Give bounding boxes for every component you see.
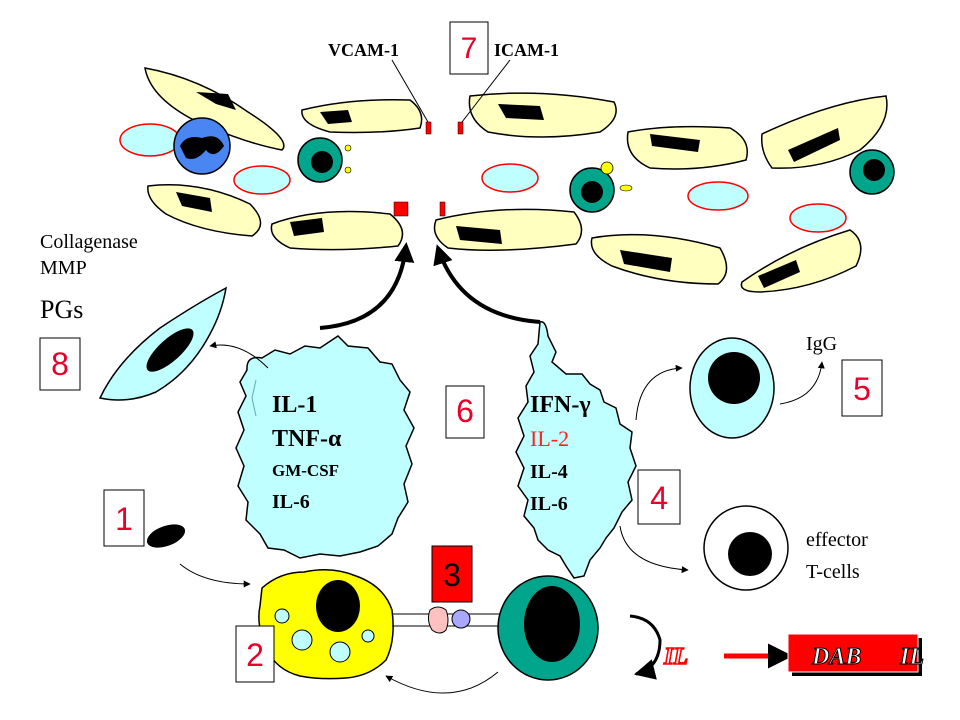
endothelial-cell bbox=[301, 98, 423, 134]
red-blood-cells bbox=[119, 123, 847, 233]
il-target-left: IL bbox=[663, 644, 688, 670]
step-number: 6 bbox=[456, 393, 474, 429]
endothelial-cell bbox=[626, 125, 748, 170]
icam-label: ICAM-1 bbox=[494, 40, 559, 60]
red-blood-cell bbox=[789, 203, 847, 233]
endothelial-cell bbox=[147, 184, 262, 237]
vcam-marker bbox=[425, 121, 432, 135]
endothelium-bottom-row bbox=[147, 184, 862, 293]
arrow-to-plasma-cell bbox=[635, 364, 683, 421]
step-box-7: 7 bbox=[449, 21, 489, 75]
step-box-5: 5 bbox=[841, 359, 883, 417]
endothelial-cell bbox=[270, 210, 404, 251]
arrow-antigen-to-apc bbox=[179, 563, 251, 588]
tcr-molecule bbox=[451, 609, 471, 629]
macrophage-cytokine-cloud bbox=[235, 335, 415, 559]
red-blood-cell bbox=[233, 165, 291, 195]
step-number: 1 bbox=[115, 501, 133, 537]
step-number: 8 bbox=[51, 346, 69, 382]
cytokine-il1: IL-1 bbox=[272, 392, 317, 418]
il2-receptor-bracket bbox=[629, 614, 662, 680]
red-blood-cell bbox=[481, 163, 539, 193]
mmp-label: MMP bbox=[40, 257, 87, 279]
igg-label: IgG bbox=[806, 333, 837, 355]
il-target-right: IL bbox=[899, 644, 924, 670]
circulating-t-cell bbox=[297, 137, 352, 183]
fibroblast bbox=[98, 286, 227, 401]
arrow-to-vessel-left bbox=[319, 242, 415, 330]
cytokine-il6-right: IL-6 bbox=[530, 493, 568, 515]
icam-marker-lower bbox=[439, 201, 446, 217]
pgs-label: PGs bbox=[40, 295, 83, 324]
arrow-to-effector bbox=[619, 525, 689, 574]
arrow-to-igg bbox=[779, 361, 825, 405]
red-blood-cell bbox=[119, 123, 181, 157]
icam-marker bbox=[457, 121, 464, 135]
cytokine-il2: IL-2 bbox=[530, 426, 569, 451]
effector-label: effector bbox=[806, 529, 868, 551]
helper-t-cell bbox=[497, 575, 599, 681]
endothelial-cell bbox=[740, 229, 862, 293]
mhc-molecule bbox=[427, 606, 449, 634]
step-number: 7 bbox=[461, 32, 478, 65]
endothelial-cell bbox=[144, 67, 285, 151]
cytokine-il4: IL-4 bbox=[530, 461, 568, 483]
circulating-t-cell-right bbox=[849, 149, 895, 195]
cytokine-gmcsf: GM-CSF bbox=[272, 461, 339, 480]
antigen-presenting-cell bbox=[258, 569, 394, 680]
adhering-t-cell bbox=[569, 161, 633, 213]
vcam-label: VCAM-1 bbox=[328, 40, 399, 60]
step-box-6: 6 bbox=[445, 385, 485, 439]
endothelial-cell bbox=[468, 92, 617, 138]
immune-synapse bbox=[392, 606, 500, 634]
step-number: 3 bbox=[443, 557, 461, 593]
arrow-to-vessel-right bbox=[433, 244, 541, 324]
tcells-label: T-cells bbox=[806, 561, 860, 583]
step-number: 2 bbox=[246, 637, 264, 673]
dab-fusion-toxin: DAB IL bbox=[787, 633, 925, 676]
dab-label: DAB bbox=[811, 644, 861, 670]
collagenase-label: Collagenase bbox=[40, 231, 138, 253]
endothelium-top-row bbox=[144, 67, 888, 170]
effector-t-cell bbox=[703, 505, 789, 591]
step-box-2: 2 bbox=[235, 625, 275, 683]
red-blood-cell bbox=[687, 181, 749, 211]
step-number: 5 bbox=[853, 371, 871, 407]
cytokine-ifn: IFN-γ bbox=[530, 392, 591, 418]
step-box-4: 4 bbox=[637, 469, 681, 525]
step-box-1: 1 bbox=[103, 489, 145, 547]
endothelial-cell bbox=[760, 95, 888, 169]
tcell-cytokine-cloud bbox=[515, 321, 637, 579]
step-box-8: 8 bbox=[39, 337, 81, 391]
adhesion-molecules bbox=[391, 59, 511, 217]
endothelial-cell bbox=[433, 208, 583, 251]
plasma-cell bbox=[689, 337, 775, 439]
step-number: 4 bbox=[650, 480, 668, 516]
blue-leukocyte bbox=[173, 117, 231, 175]
antigen bbox=[146, 524, 186, 548]
arrow-tcell-to-apc bbox=[385, 671, 499, 694]
step-box-3: 3 bbox=[431, 545, 473, 603]
vcam-marker-lower bbox=[393, 201, 409, 217]
endothelial-cell bbox=[590, 233, 728, 285]
cytokine-tnf: TNF-α bbox=[272, 426, 342, 452]
arrow-to-fibroblast bbox=[209, 341, 269, 369]
cytokine-il6-left: IL-6 bbox=[272, 491, 310, 513]
